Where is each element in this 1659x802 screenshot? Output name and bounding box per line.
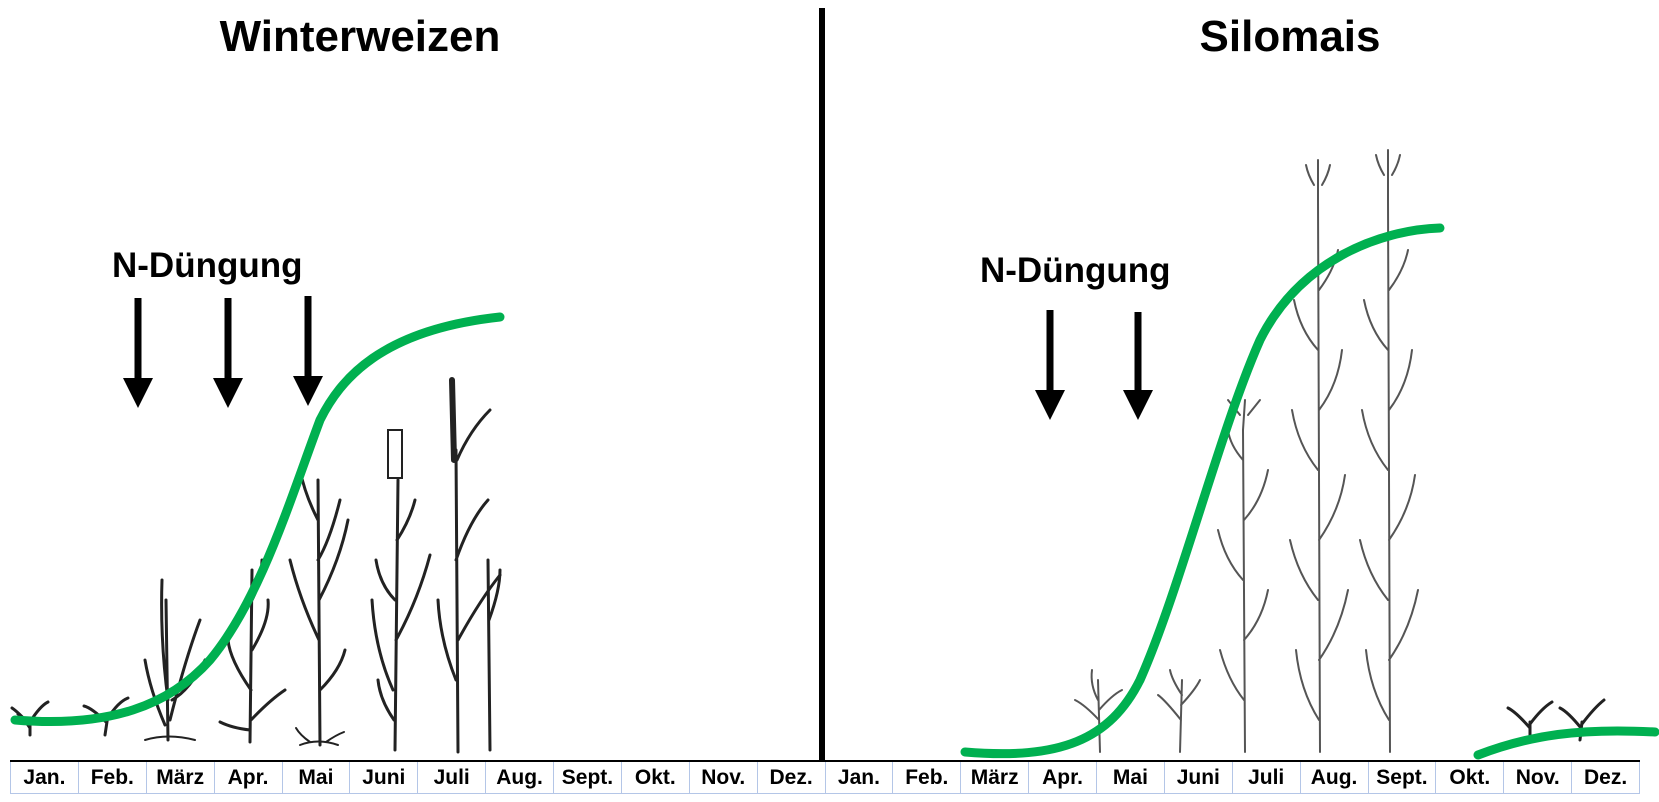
month-label: Sept. <box>553 762 621 794</box>
month-label: Juli <box>1231 762 1300 794</box>
wheat-plant-icon <box>370 429 432 752</box>
down-arrow-icon <box>123 298 153 408</box>
month-label: Jan. <box>10 762 78 794</box>
maize-growth-curve <box>960 223 1445 759</box>
maize-plant-icon <box>1157 669 1201 753</box>
month-label: Feb. <box>77 762 146 794</box>
wheat-plant-icon <box>143 578 207 742</box>
month-label: Juni <box>1163 762 1232 794</box>
month-label: Aug. <box>1299 762 1368 794</box>
wheat-plant-group <box>10 377 502 754</box>
month-label: Juni <box>349 762 418 794</box>
wheat-plant-icon <box>288 468 350 747</box>
down-arrow-icon <box>1123 312 1153 420</box>
maize-plant-icon <box>1359 149 1419 753</box>
month-label: März <box>960 762 1029 794</box>
down-arrow-icon <box>1035 310 1065 420</box>
wheat-plant-icon <box>218 558 287 744</box>
maize-plant-group <box>1074 149 1606 753</box>
month-label: Apr. <box>213 762 282 794</box>
wheat-fertilization-label: N-Düngung <box>112 246 303 285</box>
month-label: Mai <box>281 762 350 794</box>
month-label: März <box>145 762 214 794</box>
down-arrow-icon <box>213 298 243 408</box>
winter-wheat-title: Winterweizen <box>219 12 501 61</box>
wheat-regrowth-curve <box>1473 726 1659 760</box>
maize-plant-icon <box>1217 399 1269 753</box>
month-label: Nov. <box>1503 762 1572 794</box>
month-label: Juli <box>417 762 486 794</box>
month-label: Apr. <box>1028 762 1096 794</box>
month-label: Dez. <box>1571 762 1640 794</box>
silage-maize-title: Silomais <box>1199 12 1381 61</box>
month-label: Sept. <box>1367 762 1436 794</box>
wheat-plant-icon <box>10 700 50 737</box>
month-label: Okt. <box>1435 762 1504 794</box>
down-arrow-icon <box>293 296 323 406</box>
month-label: Aug. <box>485 762 553 794</box>
maize-fertilization-label: N-Düngung <box>980 251 1171 290</box>
month-label: Jan. <box>824 762 893 794</box>
month-label: Nov. <box>688 762 757 794</box>
month-label: Mai <box>1096 762 1164 794</box>
wheat-growth-curve <box>10 312 505 727</box>
month-label: Feb. <box>892 762 961 794</box>
maize-plant-icon <box>1289 159 1349 753</box>
fertilization-arrows <box>123 296 1153 420</box>
wheat-plant-icon <box>436 377 502 754</box>
month-label: Dez. <box>756 762 825 794</box>
month-label: Okt. <box>620 762 689 794</box>
maize-plant-icon <box>1074 669 1123 753</box>
